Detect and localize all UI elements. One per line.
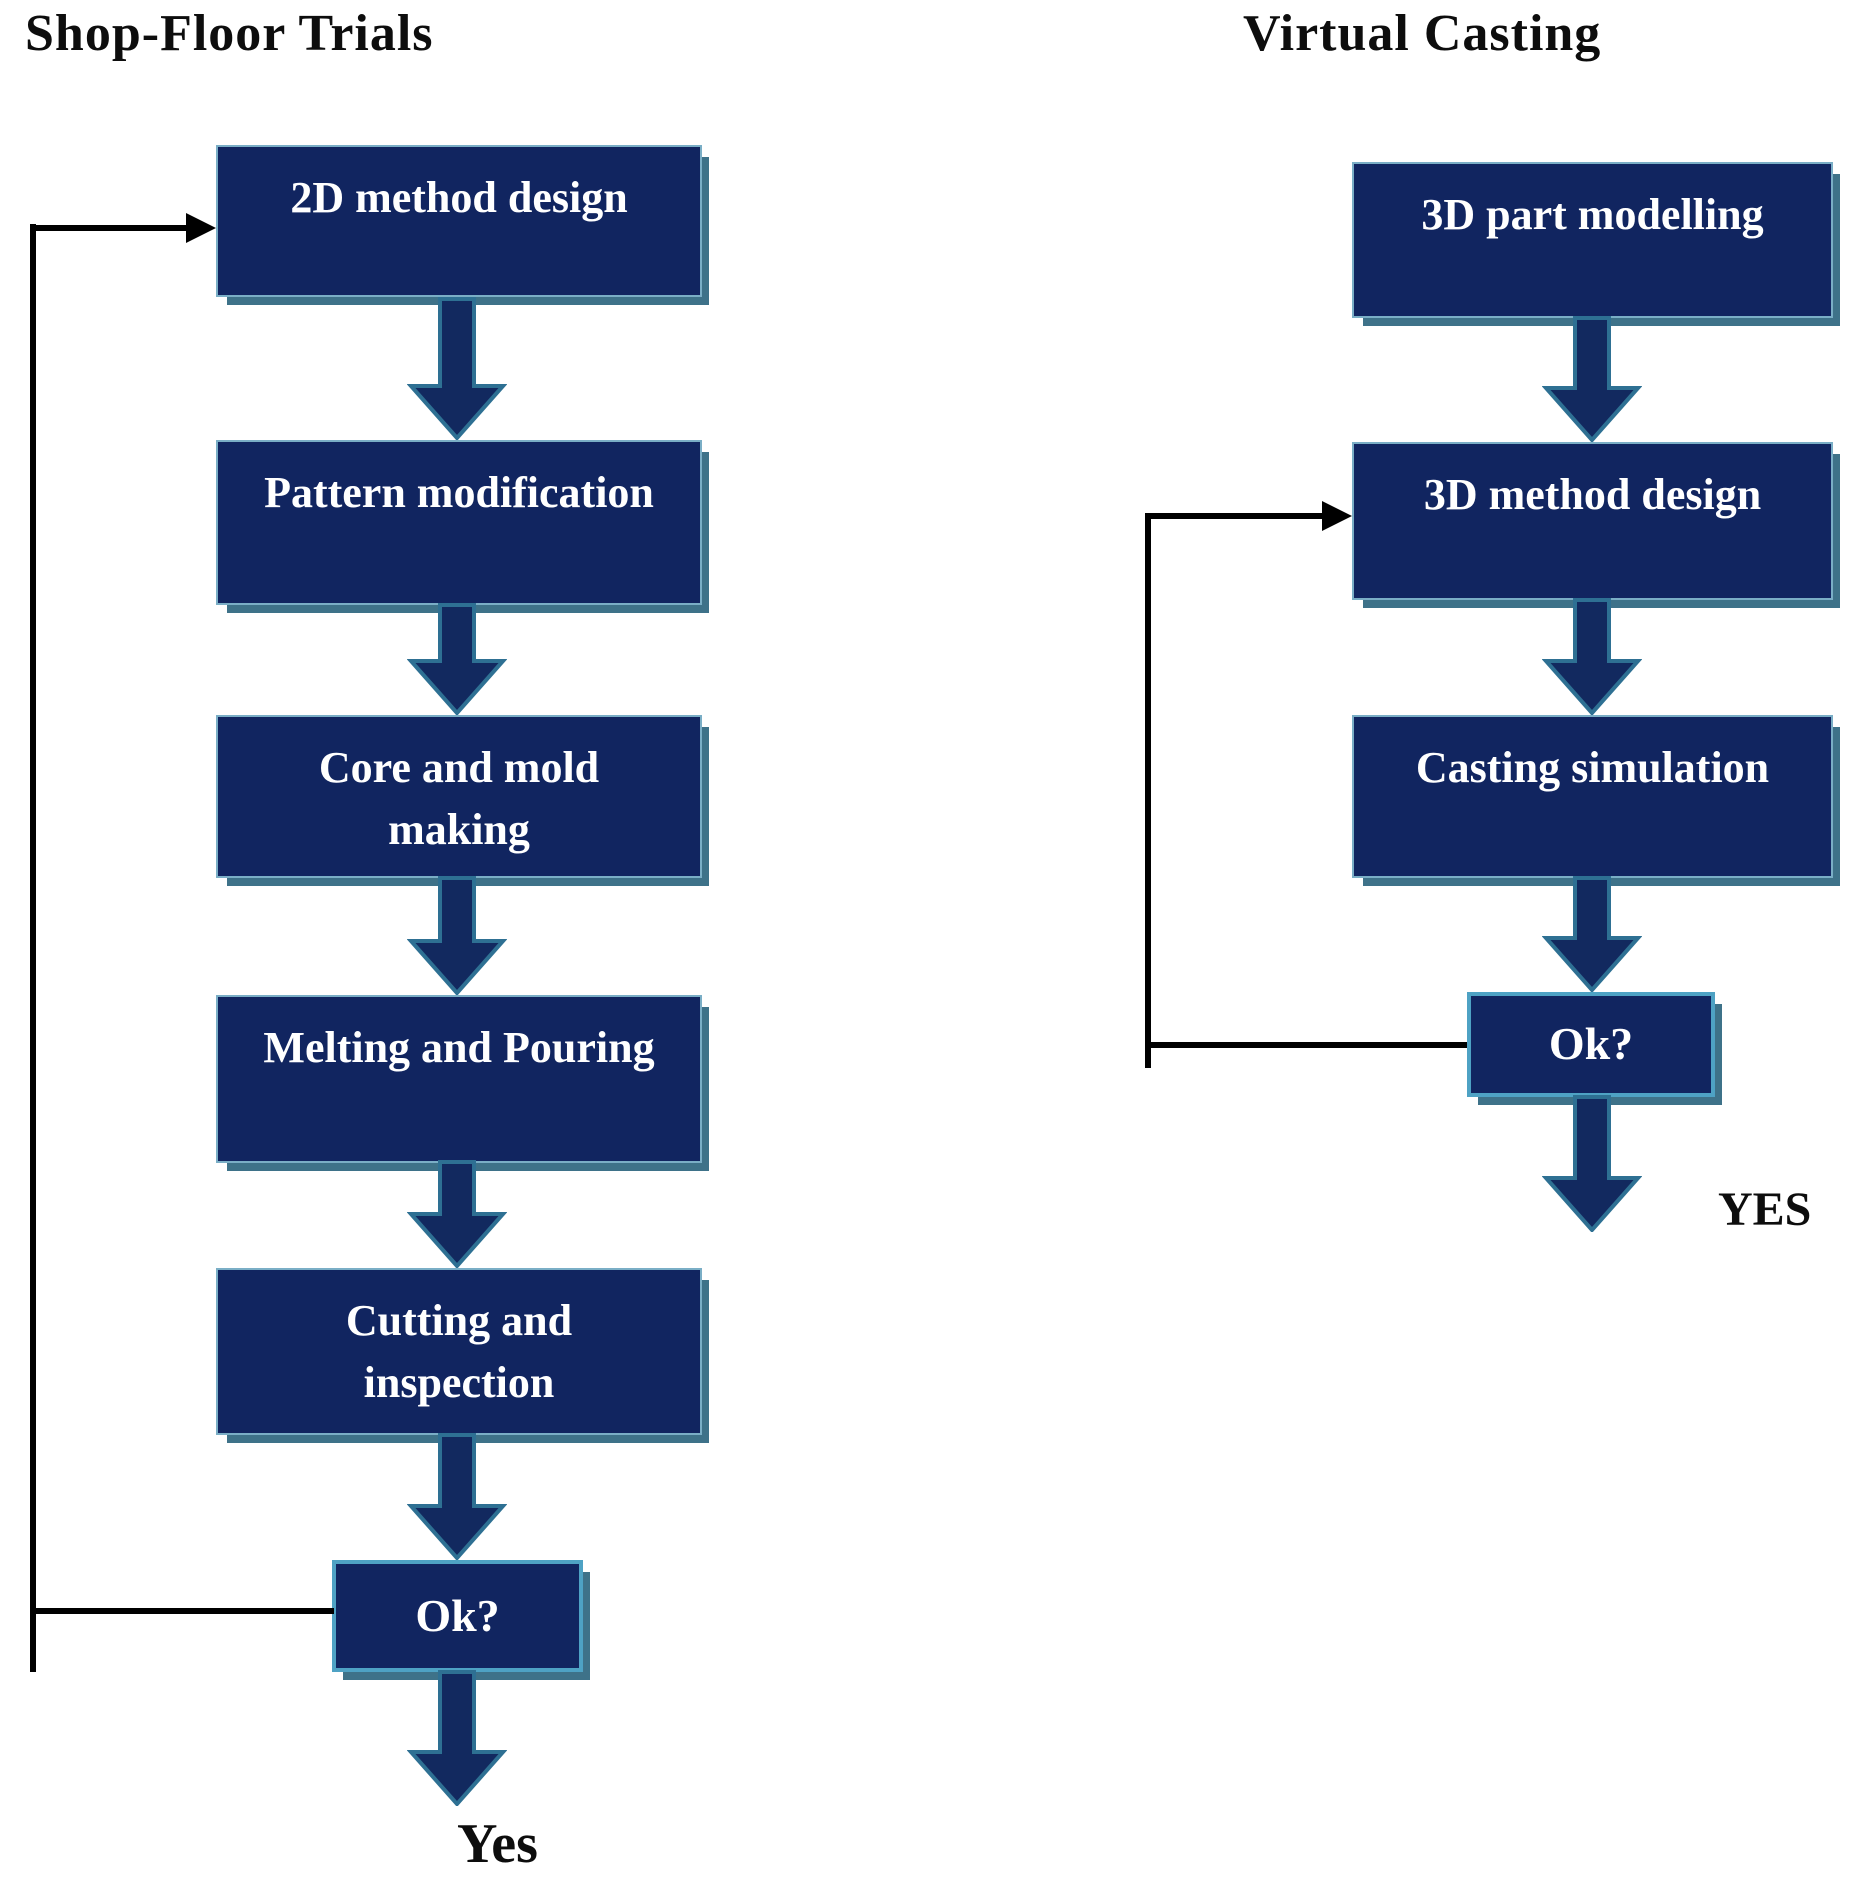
down-arrow xyxy=(407,876,507,995)
flow-box-pattern-modification: Pattern modification xyxy=(216,440,702,605)
feedback-line-vertical-right xyxy=(1145,513,1151,1068)
down-arrow xyxy=(1542,1095,1642,1232)
feedback-arrowhead-right-icon xyxy=(1322,501,1352,531)
flow-box-label: Casting simulation xyxy=(1415,743,1770,792)
flow-box-3d-part-modelling: 3D part modelling xyxy=(1352,162,1833,318)
feedback-line-top-left xyxy=(30,225,188,231)
flow-box-ok-decision-left: Ok? xyxy=(332,1560,583,1672)
flow-box-melting-and-pouring: Melting and Pouring xyxy=(216,995,702,1163)
left-column-title: Shop-Floor Trials xyxy=(25,5,434,62)
flow-box-label: 3D method design xyxy=(1423,470,1762,519)
feedback-line-bottom-left xyxy=(30,1608,334,1614)
feedback-line-vertical-left xyxy=(30,224,36,1672)
flow-box-label-line1: Cutting and xyxy=(345,1296,573,1345)
right-column-title: Virtual Casting xyxy=(1243,5,1602,62)
down-arrow xyxy=(407,1433,507,1560)
feedback-arrowhead-left-icon xyxy=(186,213,216,243)
down-arrow xyxy=(407,1160,507,1268)
feedback-line-bottom-right xyxy=(1145,1042,1467,1048)
flow-box-3d-method-design: 3D method design xyxy=(1352,442,1833,600)
down-arrow xyxy=(407,603,507,715)
down-arrow xyxy=(1542,876,1642,992)
down-arrow xyxy=(407,297,507,440)
yes-label-right: YES xyxy=(1718,1183,1812,1236)
flow-box-casting-simulation: Casting simulation xyxy=(1352,715,1833,878)
flow-box-2d-method-design: 2D method design xyxy=(216,145,702,297)
flow-box-label: 3D part modelling xyxy=(1421,190,1764,239)
flow-box-label: Melting and Pouring xyxy=(263,1023,655,1072)
flow-box-cutting-and-inspection: Cutting and inspection xyxy=(216,1268,702,1435)
flow-box-label-line2: making xyxy=(388,804,530,854)
flow-box-label: Ok? xyxy=(415,1589,500,1641)
flow-box-label-line2: inspection xyxy=(363,1357,555,1407)
flow-box-label-line1: Core and mold xyxy=(318,743,600,792)
flow-box-label: Ok? xyxy=(1548,1018,1634,1070)
flow-box-ok-decision-right: Ok? xyxy=(1467,992,1715,1097)
flow-box-core-and-mold-making: Core and mold making xyxy=(216,715,702,878)
feedback-line-top-right xyxy=(1145,513,1325,519)
down-arrow xyxy=(1542,598,1642,715)
down-arrow xyxy=(1542,316,1642,442)
yes-label-left: Yes xyxy=(457,1813,538,1875)
down-arrow xyxy=(407,1670,507,1806)
flow-box-label: 2D method design xyxy=(290,173,628,222)
flow-box-label: Pattern modification xyxy=(264,468,654,517)
